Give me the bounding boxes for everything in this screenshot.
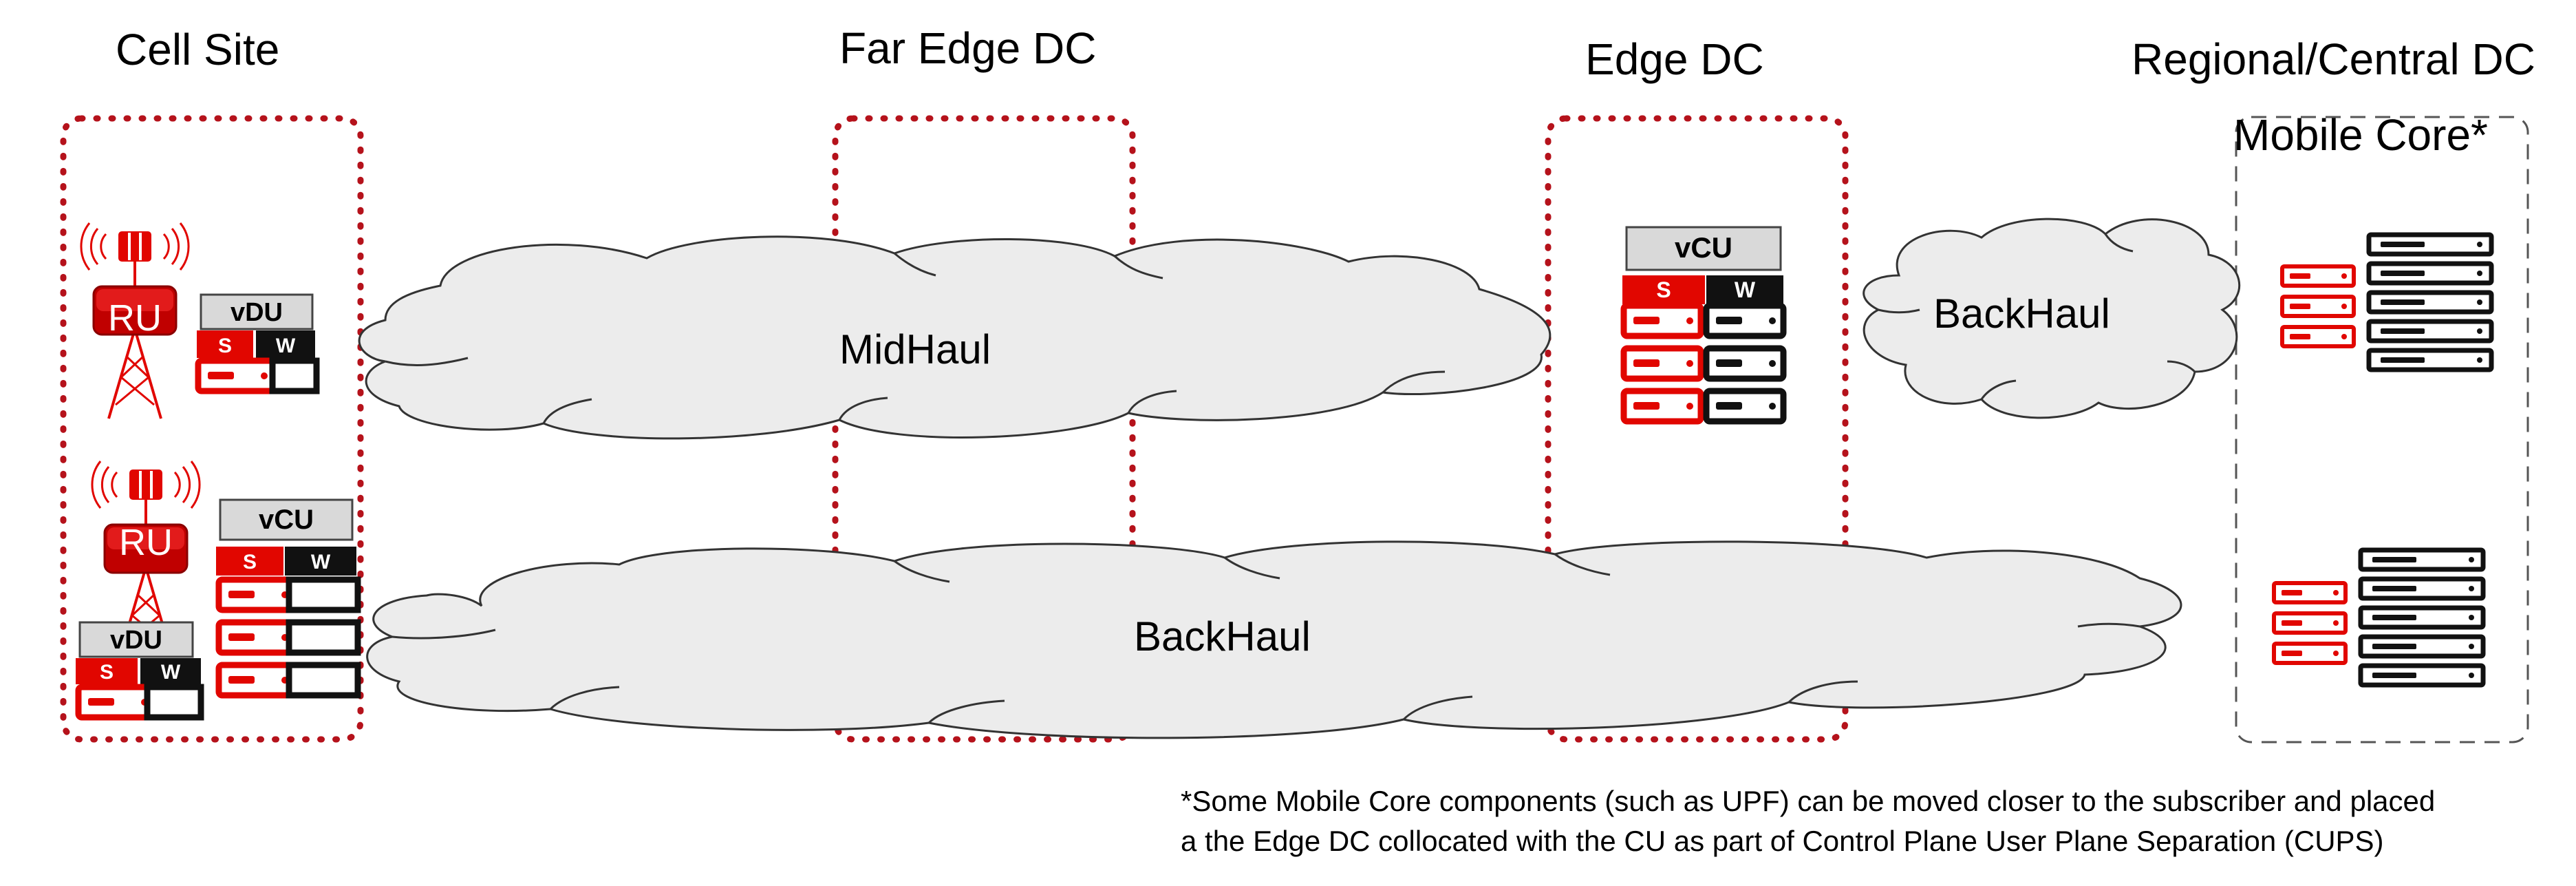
vdu-box-top — [200, 293, 314, 330]
w-block-top — [256, 330, 315, 358]
cell-site-title: Cell Site — [116, 25, 279, 74]
server-icon — [2361, 579, 2483, 598]
far-edge-zone — [832, 115, 1136, 743]
cell-site-zone — [60, 115, 364, 743]
footnote-line-2: a the Edge DC collocated with the CU as … — [1181, 825, 2384, 857]
server-icon — [2282, 327, 2354, 346]
vcu-box-cell — [219, 498, 354, 541]
server-icon — [1706, 348, 1783, 379]
s-label-cell-vcu: S — [243, 551, 257, 573]
server-icon — [1624, 348, 1701, 379]
s-label-edge: S — [1656, 277, 1671, 302]
ru-label-bottom: RU — [119, 522, 173, 563]
backhaul-main-cloud: BackHaul — [366, 540, 2182, 739]
s-label-bottom: S — [100, 661, 114, 684]
server-icon — [2361, 550, 2483, 569]
edge-dc-zone — [1545, 115, 1849, 743]
s-block-bottom — [76, 658, 138, 684]
server-icon — [1706, 391, 1783, 421]
s-block-cell-vcu — [216, 547, 283, 576]
server-icon — [198, 361, 275, 391]
backhaul-small-label: BackHaul — [1933, 291, 2110, 337]
cell-site-bottom-group: RU vCU S W vDU S W — [76, 460, 361, 721]
server-icon — [2369, 350, 2491, 370]
w-label-top: W — [276, 335, 296, 357]
server-icon — [2361, 608, 2483, 627]
midhaul-label: MidHaul — [839, 326, 991, 372]
server-icon — [2274, 644, 2346, 663]
cell-site-top-group: RU vDU S W — [79, 222, 320, 420]
server-icon — [2369, 293, 2491, 312]
ru-label-top: RU — [108, 297, 162, 339]
server-icon — [2274, 613, 2346, 633]
server-icon — [2282, 297, 2354, 316]
w-label-bottom: W — [161, 661, 181, 684]
w-label-edge: W — [1735, 277, 1756, 302]
backhaul-main-label: BackHaul — [1134, 613, 1311, 660]
w-label-cell-vcu: W — [311, 551, 331, 573]
server-icon — [78, 687, 155, 717]
server-icon — [2369, 264, 2491, 283]
server-icon — [2282, 266, 2354, 286]
edge-dc-vcu-group: vCU S W — [1622, 226, 1783, 421]
server-icon — [1624, 391, 1701, 421]
server-icon — [219, 580, 296, 610]
server-icon — [2369, 235, 2491, 254]
s-block-edge — [1622, 275, 1705, 304]
mobile-core-rack-bottom — [2274, 550, 2483, 685]
vdu-box-bottom — [78, 621, 194, 658]
mobile-core-zone — [2235, 116, 2529, 743]
vcu-label-cell: vCU — [259, 505, 314, 535]
vcu-label-edge: vCU — [1675, 231, 1732, 264]
server-icon — [2369, 321, 2491, 341]
server-icon — [219, 622, 296, 653]
footnote-line-1: *Some Mobile Core components (such as UP… — [1181, 785, 2435, 817]
edge-dc-title: Edge DC — [1585, 34, 1764, 84]
server-icon — [2274, 583, 2346, 602]
mobile-core-title: Mobile Core* — [2233, 110, 2488, 160]
w-block-bottom — [140, 658, 201, 684]
server-icon — [219, 665, 296, 695]
s-block-top — [197, 330, 253, 358]
vcu-box-edge — [1625, 226, 1782, 271]
w-block-edge — [1706, 275, 1783, 304]
s-label-top: S — [218, 335, 232, 357]
mobile-core-rack-top — [2282, 235, 2491, 370]
vdu-label-bottom: vDU — [110, 626, 162, 655]
vdu-label-top: vDU — [230, 298, 283, 327]
far-edge-title: Far Edge DC — [839, 23, 1096, 73]
server-icon — [2361, 637, 2483, 656]
backhaul-small-cloud: BackHaul — [1863, 218, 2241, 419]
w-block-cell-vcu — [285, 547, 356, 576]
regional-dc-title: Regional/Central DC — [2132, 34, 2535, 84]
server-icon — [1706, 306, 1783, 336]
server-icon — [1624, 306, 1701, 336]
midhaul-cloud: MidHaul — [358, 235, 1552, 440]
server-icon — [2361, 666, 2483, 685]
